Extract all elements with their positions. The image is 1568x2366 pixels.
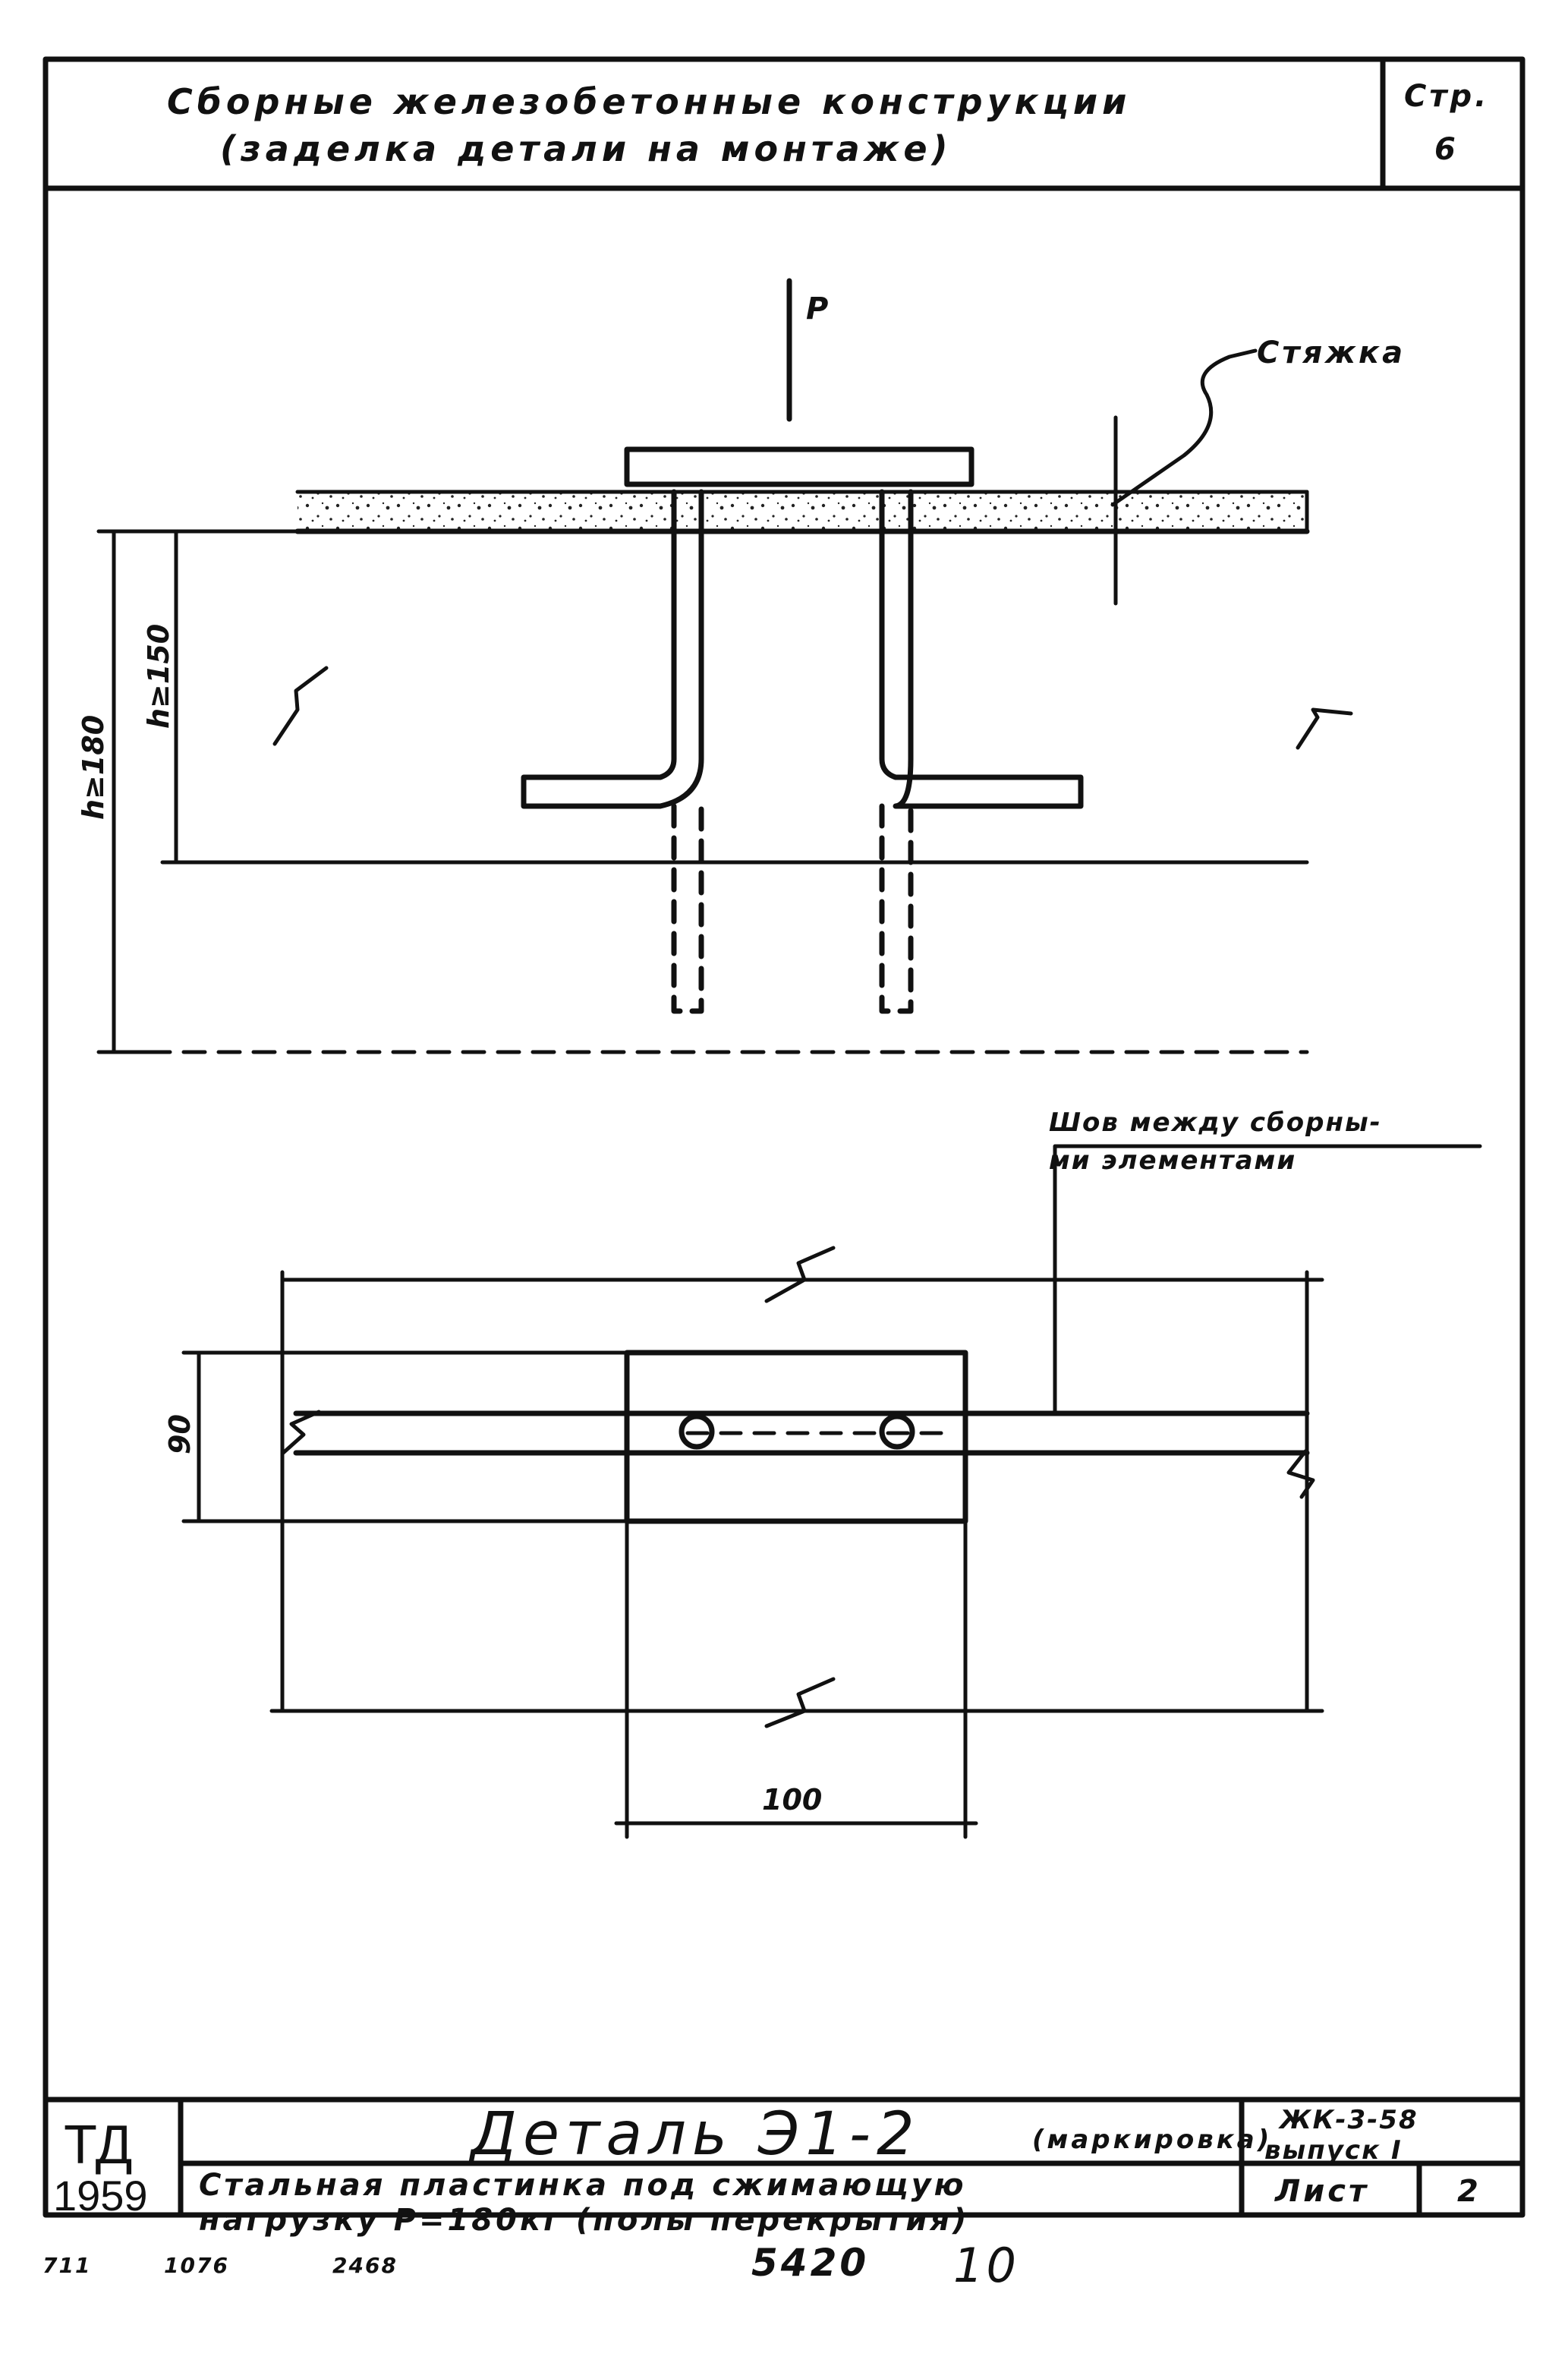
- load-label: P: [806, 291, 831, 326]
- footer-note-3: 2468: [332, 2253, 398, 2278]
- series-line1: ЖК-3-58: [1278, 2105, 1418, 2135]
- break-mark-left-plan: [280, 1410, 321, 1456]
- sheet-label: Лист: [1274, 2174, 1369, 2209]
- joint-leader: [1053, 1144, 1482, 1416]
- dim-width: 90: [163, 1414, 197, 1454]
- description-line1: Стальная пластинка под сжимающую: [199, 2168, 967, 2203]
- description-line2: нагрузку P=180кг (полы перекрытия): [199, 2203, 969, 2238]
- org-mark: ТД: [64, 2115, 132, 2175]
- screed-leader: [1110, 348, 1258, 507]
- detail-marking: (маркировка): [1032, 2125, 1272, 2155]
- footer-notes: 711 1076 2468 5420 10: [43, 2238, 1019, 2293]
- dim-h-total: h≥180: [77, 715, 110, 820]
- break-mark-right: [1296, 707, 1353, 750]
- dim-h-anchor: h≥150: [142, 624, 175, 729]
- dim-length: 100: [762, 1783, 822, 1816]
- footer-note-1: 711: [43, 2253, 91, 2278]
- footer-note-5: 10: [953, 2238, 1019, 2293]
- break-mark-bottom: [764, 1677, 836, 1728]
- anchor-hole-right: [879, 1413, 915, 1450]
- header: Сборные железобетонные конструкции (заде…: [43, 56, 1525, 191]
- detail-name: Деталь Э1-2: [468, 2100, 921, 2169]
- steel-plate: [624, 446, 974, 487]
- anchor-right: [879, 489, 1084, 809]
- section-view: P Стяжка h≥180 h≥150: [77, 278, 1406, 1054]
- screed-layer: [298, 492, 1307, 531]
- page-label: Стр.: [1404, 79, 1489, 114]
- break-mark-top: [764, 1246, 836, 1303]
- plan-view: Шов между сборны- ми элементами 90 100: [163, 1107, 1482, 1839]
- plate-outline: [624, 1350, 968, 1524]
- screed-label: Стяжка: [1257, 336, 1406, 370]
- header-title-line2: (заделка детали на монтаже): [220, 128, 952, 169]
- joint-label-line2: ми элементами: [1049, 1145, 1296, 1176]
- joint-label-line1: Шов между сборны-: [1049, 1107, 1382, 1138]
- footer-note-4: 5420: [751, 2241, 869, 2285]
- anchor-left: [521, 489, 704, 809]
- sheet-number: 2: [1457, 2174, 1481, 2209]
- footer-note-2: 1076: [164, 2253, 229, 2278]
- anchor-hole-left: [679, 1413, 715, 1450]
- header-title-line1: Сборные железобетонные конструкции: [167, 81, 1131, 122]
- sheet-frame: [43, 56, 1525, 2218]
- title-block: ТД 1959 Деталь Э1-2 (маркировка) Стальна…: [43, 2097, 1525, 2238]
- anchor-left-hidden: [671, 803, 704, 1014]
- series-line2: выпуск I: [1264, 2135, 1403, 2166]
- break-mark-right-plan: [1286, 1449, 1315, 1499]
- org-year: 1959: [53, 2172, 148, 2220]
- page-number: 6: [1434, 132, 1459, 167]
- break-mark-left: [272, 666, 329, 746]
- anchor-right-hidden: [879, 803, 914, 1014]
